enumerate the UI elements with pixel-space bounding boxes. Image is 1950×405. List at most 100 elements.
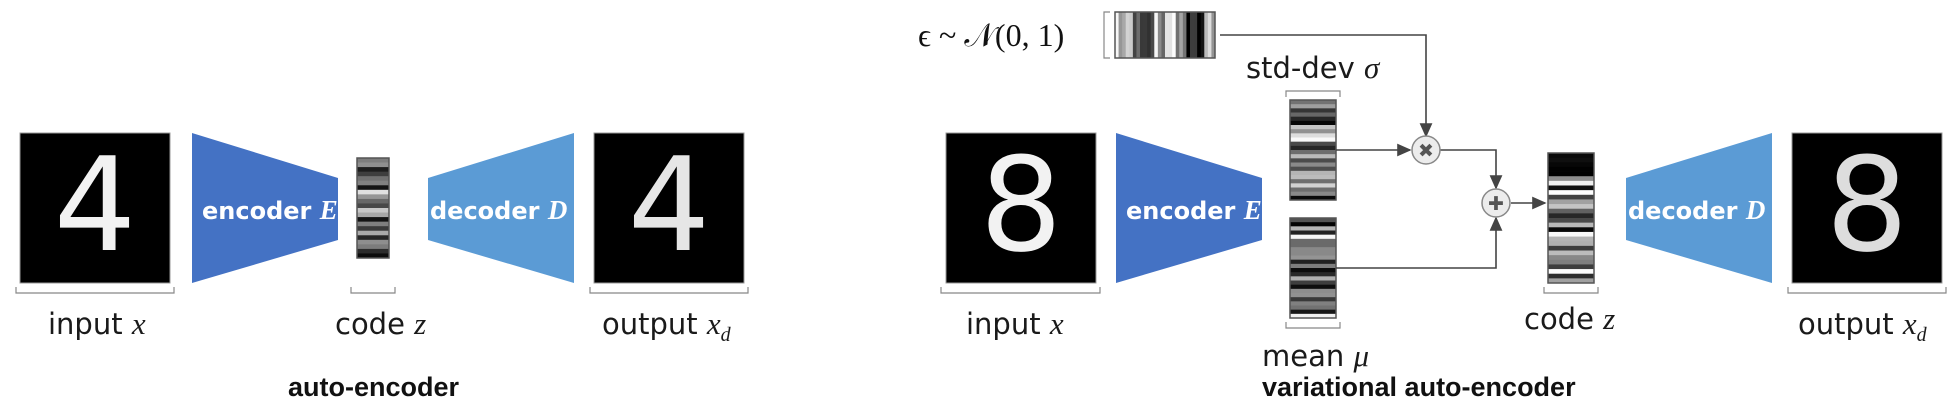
latent-cell [1548, 241, 1594, 247]
latent-cell [1548, 194, 1594, 200]
latent-cell [357, 253, 389, 259]
vae-input-label: input x [966, 306, 1064, 341]
latent-cell [1186, 12, 1191, 58]
latent-cell [1290, 251, 1336, 256]
mean-bracket [1285, 322, 1341, 329]
latent-cell [1290, 112, 1336, 118]
latent-cell [1290, 145, 1336, 151]
latent-cell [1548, 273, 1594, 279]
latent-cell [1548, 255, 1594, 261]
latent-cell [1548, 166, 1594, 172]
latent-cell [357, 244, 389, 250]
multiply-icon: ✖ [1418, 140, 1434, 162]
latent-cell [357, 189, 389, 195]
latent-cell [357, 235, 389, 241]
latent-cell [357, 203, 389, 209]
latent-cell [1168, 12, 1173, 58]
latent-cell [1548, 176, 1594, 182]
ae-encoder-label: encoder E [202, 195, 338, 225]
noise-vector [1114, 11, 1216, 59]
latent-cell [1548, 199, 1594, 205]
latent-cell [1172, 12, 1177, 58]
latent-cell [1290, 297, 1336, 302]
latent-cell [1548, 245, 1594, 251]
ae-input-label: input x [48, 306, 146, 341]
multiply-to-add-arrow [1440, 149, 1503, 190]
ae-output-digit: 4 [628, 129, 711, 281]
latent-cell [1548, 185, 1594, 191]
latent-cell [1175, 12, 1180, 58]
latent-cell [1122, 12, 1127, 58]
latent-cell [1548, 269, 1594, 275]
vae-caption: variational auto-encoder [1262, 372, 1576, 402]
latent-cell [357, 198, 389, 204]
ae-output-label: output xd [602, 306, 731, 346]
latent-cell [1290, 305, 1336, 311]
mean-to-add-arrow [1336, 216, 1503, 269]
latent-cell [1290, 125, 1336, 130]
ae-decoder-label: decoder D [430, 195, 568, 225]
latent-cell [1290, 276, 1336, 281]
latent-cell [1290, 141, 1336, 147]
latent-cell [357, 158, 389, 163]
latent-cell [1290, 280, 1336, 286]
latent-cell [1290, 108, 1336, 113]
latent-cell [1290, 226, 1336, 231]
latent-cell [357, 167, 389, 173]
latent-cell [1190, 12, 1194, 58]
vae-code-bracket [1543, 287, 1599, 294]
latent-cell [357, 180, 389, 186]
latent-cell [1290, 170, 1336, 176]
noise-bracket [1103, 11, 1110, 59]
latent-cell [1290, 116, 1336, 122]
latent-cell [1290, 166, 1336, 172]
latent-cell [1165, 12, 1169, 58]
latent-cell [1290, 195, 1336, 201]
latent-cell [1548, 227, 1594, 233]
latent-cell [357, 171, 389, 177]
ae-input-bracket [15, 287, 175, 294]
latent-cell [1548, 264, 1594, 270]
ae-input-digit: 4 [54, 129, 137, 281]
latent-cell [1150, 12, 1155, 58]
latent-cell [1548, 213, 1594, 219]
latent-cell [1548, 171, 1594, 177]
vae-input-image: 8 [945, 129, 1097, 284]
latent-cell [1115, 12, 1119, 58]
vae-decoder-label: decoder D [1628, 195, 1766, 225]
latent-cell [1290, 313, 1336, 319]
latent-cell [1290, 222, 1336, 227]
latent-cell [1548, 236, 1594, 242]
latent-cell [357, 221, 389, 227]
latent-cell [1143, 12, 1148, 58]
latent-cell [1290, 243, 1336, 248]
latent-cell [1548, 222, 1594, 228]
latent-cell [1290, 309, 1336, 315]
latent-cell [1548, 208, 1594, 214]
std-label: std-dev σ [1246, 50, 1380, 85]
latent-cell [1290, 120, 1336, 126]
latent-cell [1207, 12, 1212, 58]
latent-cell [1125, 12, 1130, 58]
latent-cell [1548, 190, 1594, 196]
latent-cell [357, 212, 389, 218]
latent-cell [357, 226, 389, 232]
latent-cell [1290, 104, 1336, 109]
add-icon: ✚ [1488, 193, 1504, 215]
latent-cell [1157, 12, 1162, 58]
latent-cell [1290, 255, 1336, 261]
latent-cell [357, 230, 389, 236]
add-operator: ✚ [1481, 188, 1511, 218]
latent-cell [1132, 12, 1137, 58]
vae-encoder-label: encoder E [1126, 195, 1262, 225]
latent-cell [1140, 12, 1144, 58]
latent-cell [1290, 162, 1336, 168]
latent-cell [1290, 301, 1336, 306]
latent-cell [1290, 150, 1336, 155]
latent-cell [1136, 12, 1141, 58]
latent-cell [1197, 12, 1202, 58]
ae-code-label: code z [335, 306, 427, 341]
latent-cell [1179, 12, 1184, 58]
latent-cell [1290, 187, 1336, 193]
